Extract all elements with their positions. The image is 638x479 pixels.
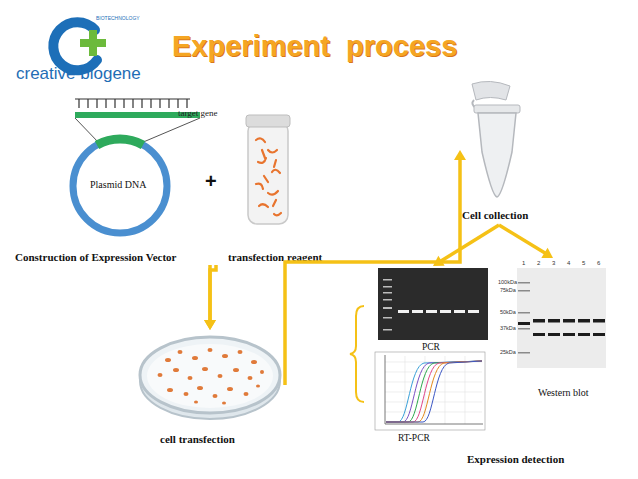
arrow-line xyxy=(499,225,547,254)
tube-cap xyxy=(246,115,290,127)
flow-arrow xyxy=(204,265,216,330)
dish-rim xyxy=(140,337,280,413)
arrow-head xyxy=(454,150,466,160)
plot-axes xyxy=(385,355,483,424)
group-caption: Expression detection xyxy=(467,453,564,466)
lane-number: 3 xyxy=(552,260,555,267)
step-caption: Cell collection xyxy=(462,209,528,222)
gel-background xyxy=(378,268,488,340)
group-bracket xyxy=(350,306,364,402)
size-marker: 100kDa xyxy=(498,279,517,285)
insert-line xyxy=(75,118,99,143)
result-caption: RT-PCR xyxy=(398,433,430,444)
plus-sign: + xyxy=(205,170,217,193)
lane-number: 2 xyxy=(537,260,540,267)
lane-number: 1 xyxy=(522,260,525,267)
size-marker: 75kDa xyxy=(500,287,516,293)
result-caption: Western blot xyxy=(538,387,589,399)
tube-lid xyxy=(472,81,510,100)
rtpcr-result: RT-PCR xyxy=(372,350,488,448)
reagent-step: transfection reagent xyxy=(214,115,338,265)
dish-floor xyxy=(147,344,273,408)
collection-step: Cell collection xyxy=(460,82,538,225)
tube-body xyxy=(248,122,288,224)
step-caption: cell transfection xyxy=(160,433,235,446)
size-marker: 25kDa xyxy=(500,349,516,355)
flow-arrow xyxy=(499,225,553,258)
vector-step: target genePlasmid DNAConstruction of Ex… xyxy=(10,95,212,265)
culture-dish xyxy=(140,337,280,419)
arrow-head xyxy=(433,256,445,266)
flow-arrow xyxy=(433,225,499,266)
rtpcr-plot xyxy=(375,352,485,430)
protein-bands xyxy=(518,319,605,336)
plot-frame xyxy=(375,352,485,430)
lane-number: 4 xyxy=(567,260,570,267)
plasmid-ring xyxy=(73,139,167,233)
pcr-result: PCR xyxy=(376,266,490,356)
cells xyxy=(158,348,265,405)
pcr-gel xyxy=(378,268,488,340)
lane-number: 5 xyxy=(582,260,585,267)
arrow-line xyxy=(285,157,460,385)
tube-body xyxy=(478,113,516,197)
logo-tagline: BIOTECHNOLOGY xyxy=(96,16,140,22)
logo-mark xyxy=(53,22,106,70)
size-marker: 50kDa xyxy=(500,309,516,315)
collection-tube xyxy=(472,81,520,197)
reagent-tube xyxy=(246,115,290,224)
arrow-head xyxy=(541,248,553,258)
logo-name: creative biogene xyxy=(16,64,141,84)
flow-arrow xyxy=(285,150,466,385)
step-caption: Construction of Expression Vector xyxy=(15,251,176,264)
plasmid-insert xyxy=(97,139,143,145)
flow-arrow xyxy=(204,265,216,330)
transfection-step: cell transfection xyxy=(140,330,285,448)
result-caption: PCR xyxy=(422,342,440,353)
dna-ticks xyxy=(79,99,187,108)
lane-number: 6 xyxy=(597,260,600,267)
size-marker: 37kDa xyxy=(500,325,516,331)
arrow-line xyxy=(210,265,216,323)
arrow-head xyxy=(204,320,216,330)
sample-bands xyxy=(398,310,479,313)
insert-line xyxy=(141,118,200,143)
page-title: Experiment process xyxy=(172,30,457,63)
gene-label: target gene xyxy=(178,108,218,118)
reagent-particles xyxy=(256,138,281,215)
marker-bands xyxy=(518,282,530,354)
tube-rim xyxy=(474,105,520,113)
arrow-head xyxy=(204,320,216,330)
arrow-line xyxy=(208,265,212,323)
logo-arc xyxy=(53,22,97,70)
step-caption: transfection reagent xyxy=(228,251,322,264)
plasmid-drawing xyxy=(73,99,200,233)
logo-plus xyxy=(89,30,97,56)
plasmid-label: Plasmid DNA xyxy=(90,179,146,191)
western-blot xyxy=(517,268,606,368)
blot-membrane xyxy=(517,268,606,368)
plot-grid xyxy=(385,356,482,424)
amplification-curves xyxy=(386,361,482,422)
ladder-bands xyxy=(383,279,392,331)
arrow-line xyxy=(439,225,499,262)
